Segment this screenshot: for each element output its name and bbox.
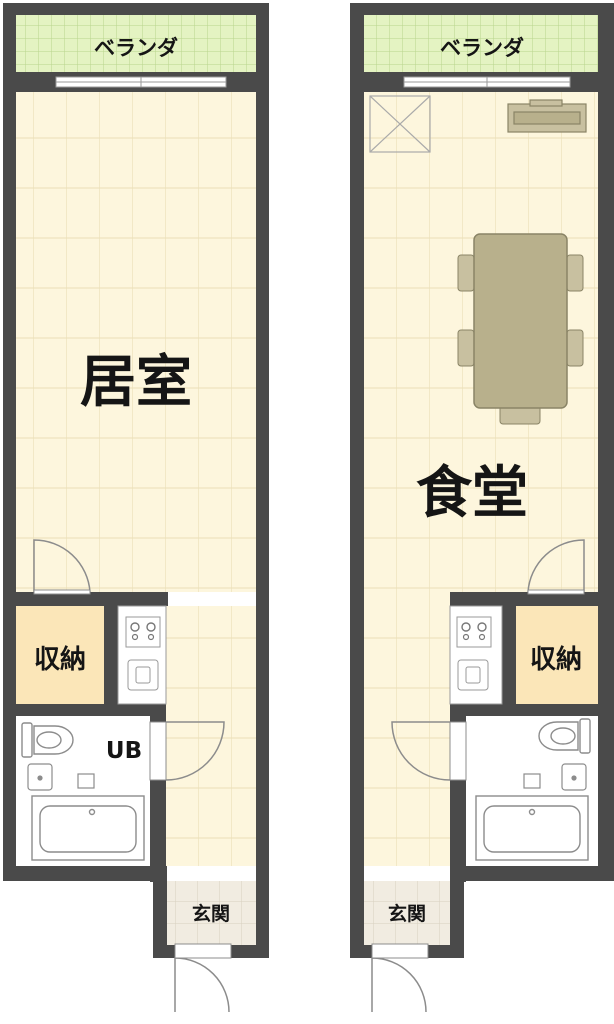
window-right xyxy=(403,76,571,88)
stove-burner-icon xyxy=(130,622,140,632)
floor-main-left xyxy=(16,92,256,592)
label-entrance-right: 玄関 xyxy=(388,902,426,925)
washbasin-icon xyxy=(27,763,53,791)
entrance-left xyxy=(167,881,256,945)
kitchen-left xyxy=(117,605,167,705)
sink-icon xyxy=(457,659,489,691)
label-main-room-left: 居室 xyxy=(80,350,192,415)
label-bathroom-left: UB xyxy=(106,738,142,764)
washbasin-icon xyxy=(561,763,587,791)
dining-table-icon xyxy=(457,233,584,425)
door-arc-right-bath xyxy=(391,721,451,781)
toilet-icon xyxy=(21,722,74,758)
storage-left xyxy=(16,606,104,704)
door-arc-left-entry xyxy=(174,957,230,1013)
door-arc-left-bath xyxy=(165,721,225,781)
stove-burner-icon xyxy=(461,622,471,632)
label-balcony-left: ベランダ xyxy=(94,36,178,60)
storage-right xyxy=(516,606,598,704)
stove-burner-icon xyxy=(146,622,156,632)
entrance-right xyxy=(364,881,450,945)
floor-corridor-right xyxy=(364,592,450,866)
cross-box-icon xyxy=(369,95,431,153)
door-arc-left-room xyxy=(33,539,91,593)
balcony-right xyxy=(364,15,598,72)
cabinet-icon xyxy=(507,99,587,133)
label-main-room-right: 食堂 xyxy=(416,461,528,526)
stove-burner-icon xyxy=(477,622,487,632)
label-storage-left: 収納 xyxy=(34,644,86,675)
bathtub-icon xyxy=(31,795,145,861)
door-arc-right-room xyxy=(527,539,585,593)
door-arc-right-entry xyxy=(371,957,427,1013)
kitchen-right xyxy=(449,605,503,705)
window-left xyxy=(55,76,227,88)
unit-left: ベランダ 居室 収納 UB 玄関 xyxy=(3,3,269,1013)
floor-corridor-left xyxy=(166,606,256,866)
balcony-left xyxy=(16,15,256,72)
label-entrance-left: 玄関 xyxy=(192,902,230,925)
label-storage-right: 収納 xyxy=(530,644,582,675)
unit-right: ベランダ 食堂 収納 玄関 xyxy=(350,3,614,1013)
label-balcony-right: ベランダ xyxy=(440,36,524,60)
toilet-icon xyxy=(538,718,591,754)
sink-icon xyxy=(127,659,159,691)
bathtub-icon xyxy=(475,795,589,861)
